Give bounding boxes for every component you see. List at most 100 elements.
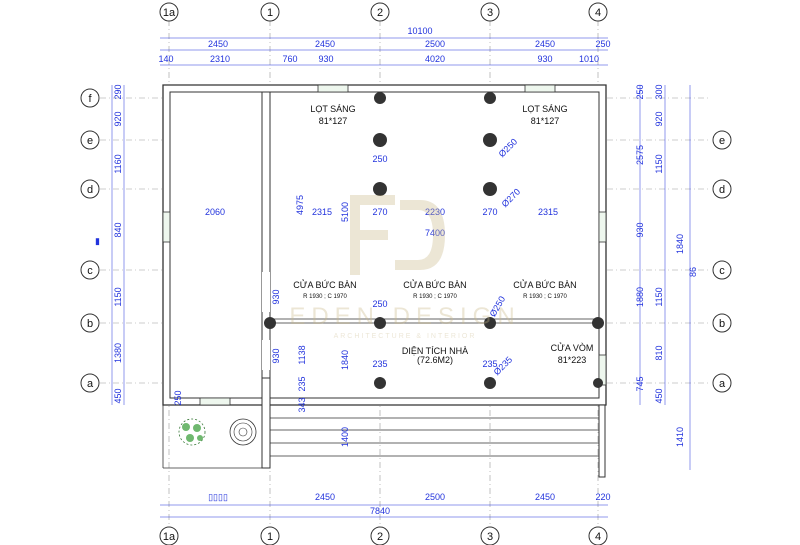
svg-text:1840: 1840 xyxy=(340,350,350,370)
dim-top2-6: 930 xyxy=(537,54,552,64)
svg-text:7400: 7400 xyxy=(425,228,445,238)
svg-text:2060: 2060 xyxy=(205,207,225,217)
dim-top2-7: 1010 xyxy=(579,54,599,64)
svg-text:b: b xyxy=(719,318,725,330)
svg-text:270: 270 xyxy=(372,207,387,217)
svg-text:745: 745 xyxy=(635,376,645,391)
svg-text:235: 235 xyxy=(297,376,307,391)
grid-bubble-3-top: 3 xyxy=(480,2,500,22)
svg-text:290: 290 xyxy=(113,84,123,99)
svg-text:2: 2 xyxy=(377,7,383,19)
svg-text:e: e xyxy=(87,135,93,147)
grid-bubble-e-left: e xyxy=(80,130,100,150)
skylight-right-label: LỌT SÁNG xyxy=(522,104,567,114)
svg-text:2500: 2500 xyxy=(425,492,445,502)
grid-bubble-1-top: 1 xyxy=(260,2,280,22)
svg-text:a: a xyxy=(87,378,94,390)
svg-text:4: 4 xyxy=(595,531,601,543)
arch-door-size: 81*223 xyxy=(558,355,587,365)
grid-bubbles-left: f e d c b a xyxy=(80,88,100,393)
grid-bubble-d-left: d xyxy=(80,179,100,199)
svg-text:250: 250 xyxy=(372,154,387,164)
grid-bubble-1a-top: 1a xyxy=(159,2,179,22)
dim-top2-1: 140 xyxy=(158,54,173,64)
svg-text:b: b xyxy=(87,318,93,330)
svg-text:2315: 2315 xyxy=(538,207,558,217)
skylight-left-label: LỌT SÁNG xyxy=(310,104,355,114)
svg-text:d: d xyxy=(87,184,93,196)
right-dimensions: 250 2575 930 1880 745 300 920 1150 1840 … xyxy=(635,84,698,447)
svg-text:3: 3 xyxy=(487,7,493,19)
dim-top-1: 2450 xyxy=(208,39,228,49)
grid-bubble-2-top: 2 xyxy=(370,2,390,22)
watermark-name: EDEN DESIGN xyxy=(289,303,520,330)
room-labels: LỌT SÁNG 81*127 LỌT SÁNG 81*127 CỬA BỨC … xyxy=(293,104,593,365)
svg-text:1: 1 xyxy=(267,531,273,543)
area-value: (72.6M2) xyxy=(417,355,453,365)
dim-top2-5: 4020 xyxy=(425,54,445,64)
skylight-right-size: 81*127 xyxy=(531,116,560,126)
svg-text:1150: 1150 xyxy=(654,287,664,306)
grid-bubbles-bottom: 1a 1 2 3 4 xyxy=(159,526,608,545)
svg-text:2450: 2450 xyxy=(315,492,335,502)
watermark-tagline: ARCHITECTURE & INTERIOR xyxy=(334,333,477,340)
svg-text:840: 840 xyxy=(113,222,123,237)
svg-text:1a: 1a xyxy=(163,531,176,543)
svg-text:▯▯▯▯: ▯▯▯▯ xyxy=(208,492,228,502)
svg-text:1400: 1400 xyxy=(340,427,350,447)
door1-label: CỬA BỨC BÀN xyxy=(293,279,356,290)
grid-bubble-1a-bottom: 1a xyxy=(159,526,179,545)
grid-bubble-3-bottom: 3 xyxy=(480,526,500,545)
svg-text:235: 235 xyxy=(482,359,497,369)
svg-text:7840: 7840 xyxy=(370,506,390,516)
svg-text:450: 450 xyxy=(113,388,123,403)
svg-text:c: c xyxy=(719,265,725,277)
svg-text:86: 86 xyxy=(688,267,698,277)
svg-text:1138: 1138 xyxy=(297,345,307,364)
dim-top2-3: 760 xyxy=(282,54,297,64)
dim-top-5: 250 xyxy=(595,39,610,49)
svg-text:e: e xyxy=(719,135,725,147)
grid-bubble-1-bottom: 1 xyxy=(260,526,280,545)
area-label: DIỆN TÍCH NHÀ xyxy=(402,346,468,356)
dim-top-total: 10100 xyxy=(407,26,432,36)
plant-right-icon xyxy=(229,418,257,446)
svg-text:2230: 2230 xyxy=(425,207,445,217)
svg-text:450: 450 xyxy=(654,388,664,403)
bottom-dimensions: ▯▯▯▯ 2450 2500 2450 220 7840 xyxy=(208,492,610,516)
svg-text:250: 250 xyxy=(635,84,645,99)
grid-bubble-e-right: e xyxy=(712,130,732,150)
dimension-lines xyxy=(111,37,691,518)
svg-text:300: 300 xyxy=(654,84,664,99)
garden-plants xyxy=(178,418,257,446)
top-dimensions: 10100 2450 2450 2500 2450 250 140 2310 7… xyxy=(158,26,610,64)
svg-text:4975: 4975 xyxy=(295,195,305,215)
grid-bubble-2-bottom: 2 xyxy=(370,526,390,545)
svg-text:920: 920 xyxy=(113,111,123,126)
svg-text:c: c xyxy=(87,265,93,277)
grid-bubble-4-top: 4 xyxy=(588,2,608,22)
grid-bubble-a-left: a xyxy=(80,373,100,393)
grid-bubble-b-left: b xyxy=(80,313,100,333)
dim-top2-2: 2310 xyxy=(210,54,230,64)
arch-door-label: CỬA VÒM xyxy=(551,342,594,353)
svg-text:270: 270 xyxy=(482,207,497,217)
svg-text:250: 250 xyxy=(173,390,183,405)
grid-bubbles-right: e d c b a xyxy=(712,130,732,393)
grid-bubble-a-right: a xyxy=(712,373,732,393)
svg-text:1410: 1410 xyxy=(675,427,685,447)
grid-bubble-b-right: b xyxy=(712,313,732,333)
svg-text:235: 235 xyxy=(372,359,387,369)
grid-bubble-c-right: c xyxy=(712,260,732,280)
svg-text:220: 220 xyxy=(595,492,610,502)
svg-text:930: 930 xyxy=(271,289,281,304)
svg-text:1a: 1a xyxy=(163,7,176,19)
grid-bubbles-top: 1a 1 2 3 4 xyxy=(159,2,608,22)
svg-text:f: f xyxy=(88,93,92,105)
watermark-logo: EDEN DESIGN ARCHITECTURE & INTERIOR xyxy=(289,195,520,340)
dim-top-2: 2450 xyxy=(315,39,335,49)
svg-text:a: a xyxy=(719,378,726,390)
svg-text:920: 920 xyxy=(654,111,664,126)
grid-bubble-d-right: d xyxy=(712,179,732,199)
